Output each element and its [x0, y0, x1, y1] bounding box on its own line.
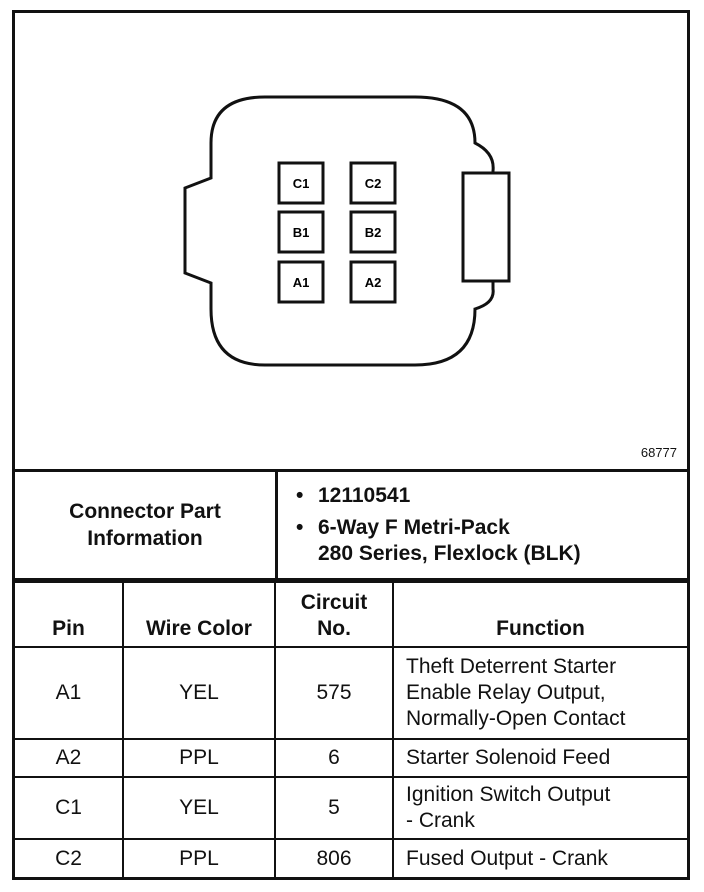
- connector-description-line1: 6-Way F Metri-Pack: [296, 515, 686, 541]
- part-number: 12110541: [296, 483, 686, 509]
- cell-function: Ignition Switch Output - Crank: [392, 776, 687, 840]
- connector-part-info-label: Connector Part Information: [15, 469, 278, 581]
- cell-pin: C1: [15, 776, 124, 840]
- pin-cavity-b1: [277, 210, 325, 254]
- cell-wire-color: YEL: [122, 776, 276, 840]
- cell-pin: A2: [15, 738, 124, 778]
- pin-cavity-c2: [349, 161, 397, 205]
- connector-body-outline: [183, 95, 495, 367]
- cell-circuit: 6: [274, 738, 394, 778]
- cell-function: Fused Output - Crank: [392, 838, 687, 877]
- function-line: Starter Solenoid Feed: [406, 746, 611, 769]
- pin-cavity-a2: [349, 260, 397, 304]
- cell-wire-color: PPL: [122, 738, 276, 778]
- header-circuit-no: Circuit No.: [274, 581, 394, 648]
- connector-part-info-values: 12110541 6-Way F Metri-Pack 280 Series, …: [275, 469, 687, 581]
- cell-wire-color: YEL: [122, 646, 276, 740]
- pin-cavity-label-b1: B1: [293, 225, 310, 240]
- cell-circuit: 5: [274, 776, 394, 840]
- pin-cavity-label-a1: A1: [293, 275, 310, 290]
- pin-cavity-c1: [277, 161, 325, 205]
- cell-function: Starter Solenoid Feed: [392, 738, 687, 778]
- pin-cavity-label-b2: B2: [365, 225, 382, 240]
- cell-circuit: 806: [274, 838, 394, 877]
- pin-cavity-label-c1: C1: [293, 176, 310, 191]
- header-wire-color: Wire Color: [122, 581, 276, 648]
- cell-wire-color: PPL: [122, 838, 276, 877]
- function-line: Ignition Switch Output: [406, 783, 611, 806]
- connector-part-info: Connector Part Information 12110541 6-Wa…: [15, 469, 687, 581]
- function-line: - Crank: [406, 809, 475, 832]
- connector-description-line2: 280 Series, Flexlock (BLK): [318, 542, 581, 565]
- function-line: Theft Deterrent Starter: [406, 655, 617, 678]
- pin-table-header-row: Pin Wire Color Circuit No. Function: [15, 581, 687, 648]
- cell-circuit: 575: [274, 646, 394, 740]
- figure-reference-number: 68777: [640, 445, 677, 460]
- header-pin: Pin: [15, 581, 124, 648]
- locking-tab: [461, 171, 511, 283]
- cell-pin: C2: [15, 838, 124, 877]
- pin-cavity-a1: [277, 260, 325, 304]
- cell-pin: A1: [15, 646, 124, 740]
- pin-cavity-b2: [349, 210, 397, 254]
- pin-cavity-label-c2: C2: [365, 176, 382, 191]
- header-function: Function: [392, 581, 687, 648]
- pin-cavity-label-a2: A2: [365, 275, 382, 290]
- function-line: Fused Output - Crank: [406, 846, 608, 870]
- function-line: Normally-Open Contact: [406, 707, 626, 730]
- function-line: Enable Relay Output,: [406, 681, 606, 704]
